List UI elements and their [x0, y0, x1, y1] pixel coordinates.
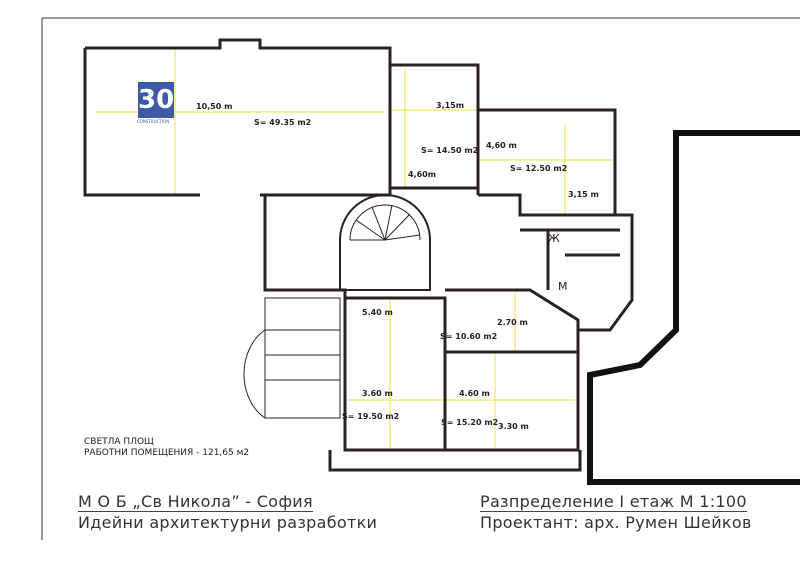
sheet-frame: [41, 17, 800, 540]
room-dimension: 3.30 m: [498, 422, 529, 431]
wc-male-label: М: [558, 280, 568, 293]
room-dimension: 10,50 m: [196, 102, 233, 111]
room-dimension: 4.60 m: [459, 389, 490, 398]
room-dimension: 5.40 m: [362, 308, 393, 317]
area-summary: СВЕТЛА ПЛОЩ РАБОТНИ ПОМЕЩЕНИЯ - 121,65 м…: [84, 437, 249, 459]
wc-female-label: Ж: [548, 232, 560, 245]
room-area: S= 10.60 m2: [440, 332, 498, 341]
sheet-title: Разпределение I етаж М 1:100: [480, 492, 747, 512]
room-dimension: 4,60 m: [486, 141, 517, 150]
room-dimension: 3,15 m: [568, 190, 599, 199]
project-title: М О Б „Св Никола” - София: [78, 492, 313, 512]
logo-subtext: CONSTRUCTION: [137, 119, 170, 124]
room-area: S= 14.50 m2: [421, 146, 479, 155]
room-dimension: 4,60m: [408, 170, 437, 179]
summary-line-1: СВЕТЛА ПЛОЩ: [84, 437, 154, 447]
designer-credit: Проектант: арх. Румен Шейков: [480, 513, 752, 532]
logo-text: 30: [138, 85, 175, 115]
neighbor-building-outline: [587, 130, 800, 485]
company-logo: 30: [138, 82, 174, 118]
room-area: S= 15.20 m2: [441, 418, 499, 427]
project-subtitle: Идейни архитектурни разработки: [78, 513, 378, 532]
stair-treads: [349, 204, 421, 241]
room-area: S= 12.50 m2: [510, 164, 568, 173]
room-dimension: 3,15m: [436, 101, 465, 110]
walls: [83, 38, 634, 472]
summary-line-2: РАБОТНИ ПОМЕЩЕНИЯ - 121,65 м2: [84, 448, 250, 458]
entrance-steps: [243, 297, 341, 419]
room-dimension: 2.70 m: [497, 318, 528, 327]
room-area: S= 19.50 m2: [342, 412, 400, 421]
room-area: S= 49.35 m2: [254, 118, 312, 127]
room-dimension: 3.60 m: [362, 389, 393, 398]
